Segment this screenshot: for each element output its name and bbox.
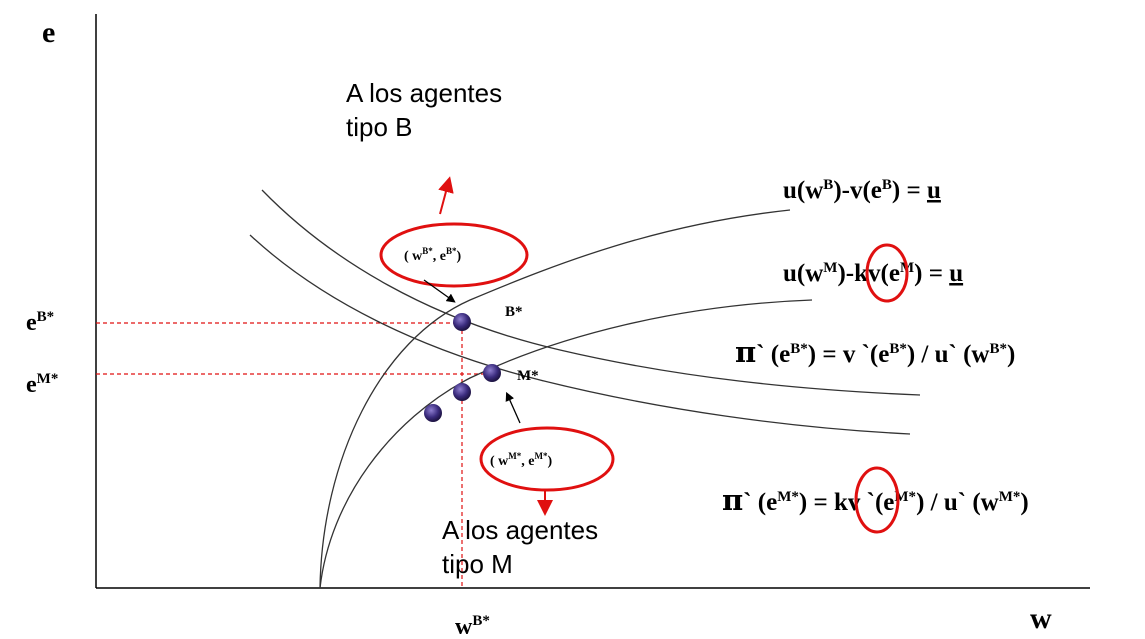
point-low bbox=[424, 404, 442, 422]
equation-4: π` (eM*) = kv `(eM*) / u` (wM*) bbox=[722, 483, 1029, 517]
oval-top-text: ( wB*, eB*) bbox=[404, 246, 462, 264]
note-bottom-line1: A los agentes bbox=[442, 515, 598, 545]
oval-bottom-highlight bbox=[479, 426, 615, 492]
x-axis-label: w bbox=[1030, 602, 1052, 635]
note-top-line2: tipo B bbox=[346, 112, 413, 142]
highlight-kv-eq2 bbox=[865, 243, 909, 303]
label-M-star: M* bbox=[517, 368, 539, 384]
equation-1: u(wB)-v(eB) = u bbox=[783, 177, 941, 204]
arrow-top-black bbox=[423, 279, 456, 303]
x-tick-wB: wB* bbox=[455, 613, 490, 639]
equation-3: π` (eB*) = v `(eB*) / u` (wB*) bbox=[735, 335, 1015, 369]
curve-convex-lower bbox=[249, 234, 911, 435]
y-tick-eM: eM* bbox=[26, 371, 58, 398]
point-M-star bbox=[483, 364, 501, 382]
note-top-line1: A los agentes bbox=[346, 78, 502, 108]
point-mid bbox=[453, 383, 471, 401]
arrow-bottom-black bbox=[505, 391, 521, 424]
y-tick-eB: eB* bbox=[26, 309, 54, 336]
point-B-star bbox=[453, 313, 471, 331]
oval-bottom-text: ( wM*, eM*) bbox=[490, 451, 553, 469]
equation-2: u(wM)-kv(eM) = u bbox=[783, 260, 963, 287]
oval-top-highlight bbox=[379, 222, 529, 288]
curve-utility-M bbox=[319, 299, 813, 589]
label-B-star: B* bbox=[505, 304, 523, 320]
note-bottom-line2: tipo M bbox=[442, 549, 513, 579]
curve-convex-upper bbox=[261, 189, 921, 396]
arrow-top-red bbox=[438, 176, 454, 215]
curve-utility-B bbox=[319, 209, 791, 589]
highlight-kv-eq4 bbox=[854, 466, 900, 534]
y-axis-label: e bbox=[42, 16, 55, 49]
